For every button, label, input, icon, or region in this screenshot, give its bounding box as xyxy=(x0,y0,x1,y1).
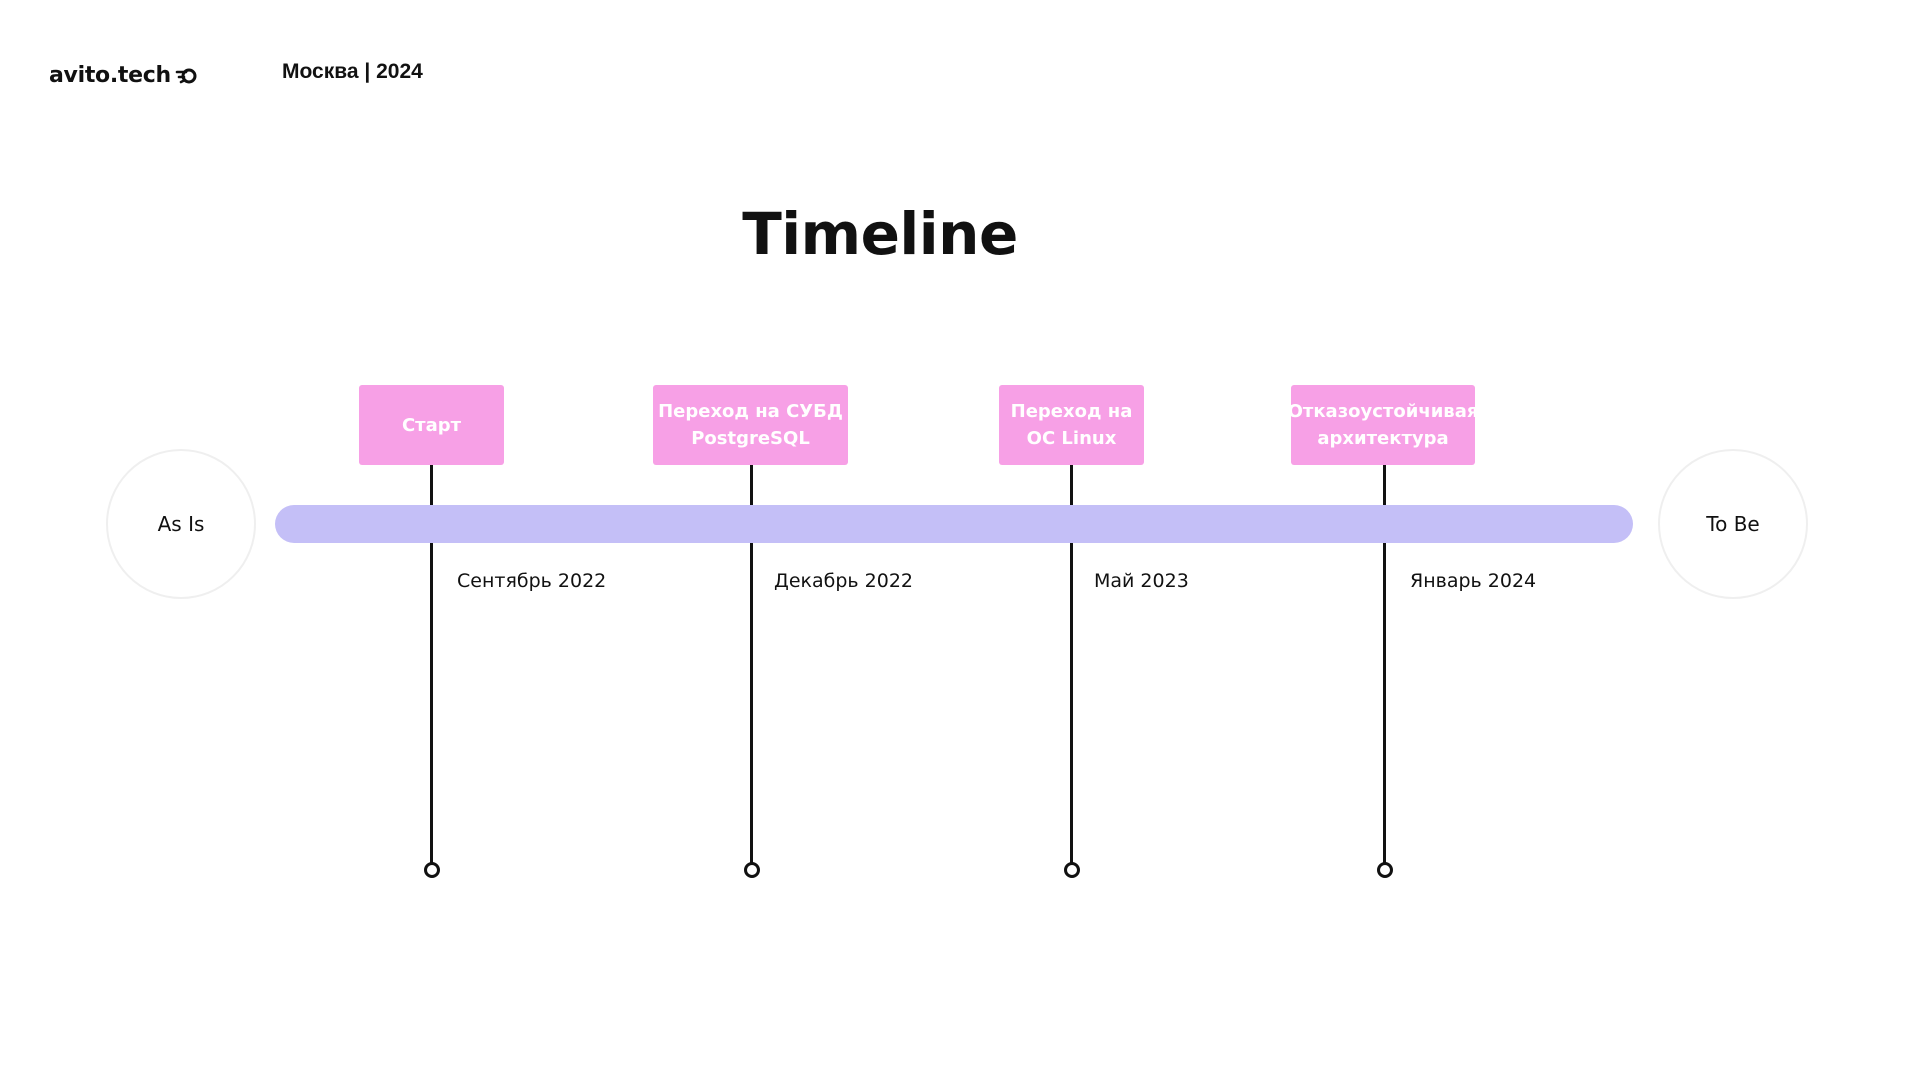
milestone-dot xyxy=(744,862,760,878)
milestone-label: Переход на СУБД PostgreSQL xyxy=(658,401,843,449)
milestone-stem-bottom xyxy=(430,543,433,864)
milestone-box: Отказоустойчивая архитектура xyxy=(1288,385,1478,465)
milestone-stem-top xyxy=(430,465,433,505)
milestone-stem-top xyxy=(1070,465,1073,505)
milestone-stem-bottom xyxy=(1070,543,1073,864)
brand-logo: avito.tech xyxy=(49,57,199,93)
avito-swirl-icon xyxy=(175,68,197,84)
milestone-stem-top xyxy=(1383,465,1386,505)
end-state-label: To Be xyxy=(1706,512,1760,536)
milestone-dot xyxy=(1064,862,1080,878)
logo-text: avito.tech xyxy=(49,62,171,88)
milestone-box: Переход на ОС Linux xyxy=(999,385,1144,465)
milestone-label: Переход на ОС Linux xyxy=(1010,401,1133,449)
milestone-label: Старт xyxy=(401,414,462,436)
milestone-label: Отказоустойчивая архитектура xyxy=(1287,401,1479,449)
milestone-dot xyxy=(424,862,440,878)
page-title: Timeline xyxy=(742,200,1018,268)
start-state-circle: As Is xyxy=(106,449,256,599)
milestone-stem-top xyxy=(750,465,753,505)
milestone-box: Переход на СУБД PostgreSQL xyxy=(653,385,848,465)
end-state-circle: To Be xyxy=(1658,449,1808,599)
header-location-year: Москва | 2024 xyxy=(282,60,423,83)
milestone-stem-bottom xyxy=(750,543,753,864)
milestone-box: Старт xyxy=(359,385,504,465)
milestone-date: Май 2023 xyxy=(1094,570,1189,592)
timeline-bar xyxy=(275,505,1633,543)
start-state-label: As Is xyxy=(157,512,205,536)
milestone-date: Январь 2024 xyxy=(1410,570,1537,592)
milestone-date: Декабрь 2022 xyxy=(774,570,914,592)
milestone-stem-bottom xyxy=(1383,543,1386,864)
milestone-dot xyxy=(1377,862,1393,878)
milestone-date: Сентябрь 2022 xyxy=(457,570,607,592)
